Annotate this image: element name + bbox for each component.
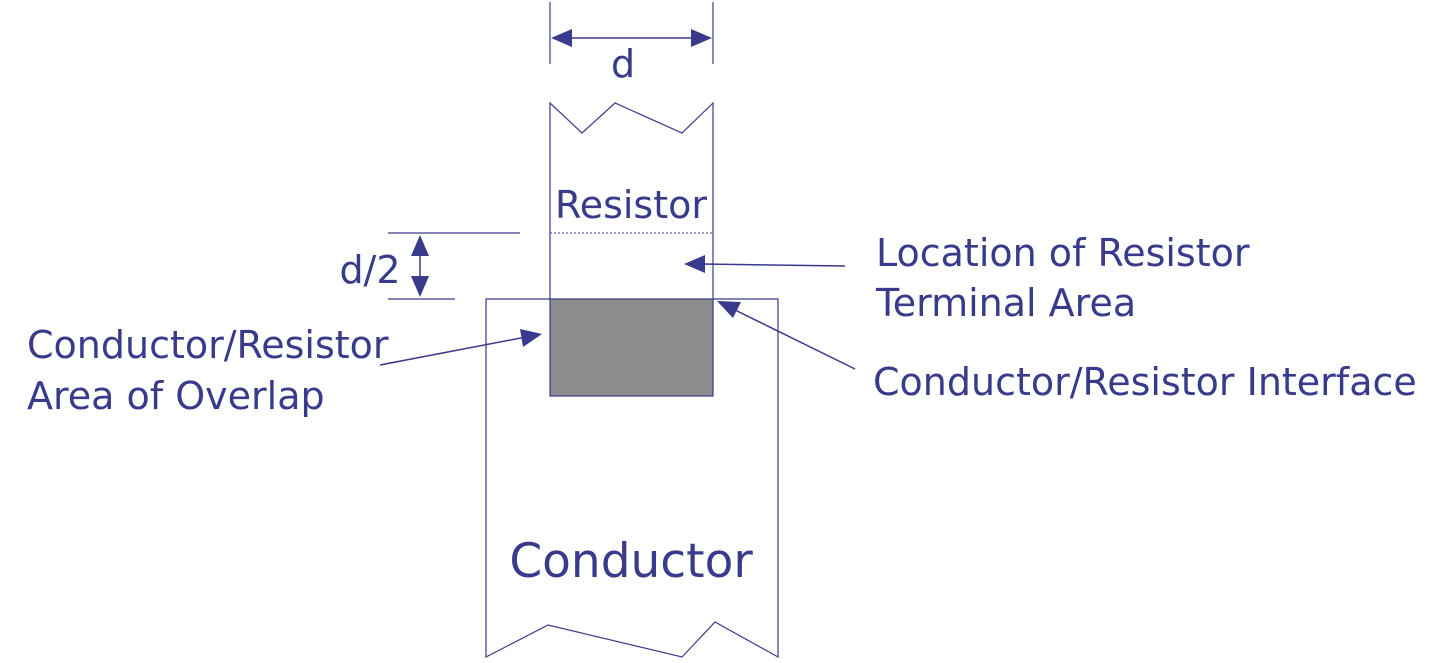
terminal-area-label-line2: Terminal Area — [875, 281, 1136, 325]
interface-arrowhead — [717, 301, 741, 318]
half-arrowhead-up — [411, 235, 429, 256]
overlap-label-line1: Conductor/Resistor — [27, 323, 389, 367]
width-arrowhead-left — [551, 29, 572, 47]
half-arrowhead-down — [411, 276, 429, 297]
terminal-area-callout: Location of Resistor Terminal Area — [684, 231, 1250, 325]
conductor-label: Conductor — [509, 534, 753, 589]
terminal-area-label-line1: Location of Resistor — [876, 231, 1250, 275]
interface-pointer — [732, 308, 856, 370]
terminal-area-arrowhead — [684, 255, 705, 273]
half-dimension: d/2 — [339, 232, 520, 300]
width-dimension-label: d — [611, 42, 635, 86]
overlap-pointer — [379, 336, 527, 366]
overlap-arrowhead — [520, 329, 542, 347]
overlap-callout: Conductor/Resistor Area of Overlap — [27, 323, 542, 418]
overlap-label-line2: Area of Overlap — [27, 374, 325, 418]
width-dimension: d — [549, 2, 714, 86]
conductor-outline — [485, 298, 779, 659]
resistor-outline — [549, 101, 714, 299]
half-dimension-label: d/2 — [339, 248, 400, 292]
interface-label: Conductor/Resistor Interface — [873, 360, 1417, 404]
resistor-label: Resistor — [555, 183, 707, 227]
overlap-area — [549, 298, 714, 397]
interface-callout: Conductor/Resistor Interface — [717, 301, 1417, 404]
terminal-area-pointer — [701, 263, 846, 267]
width-arrowhead-right — [691, 29, 712, 47]
